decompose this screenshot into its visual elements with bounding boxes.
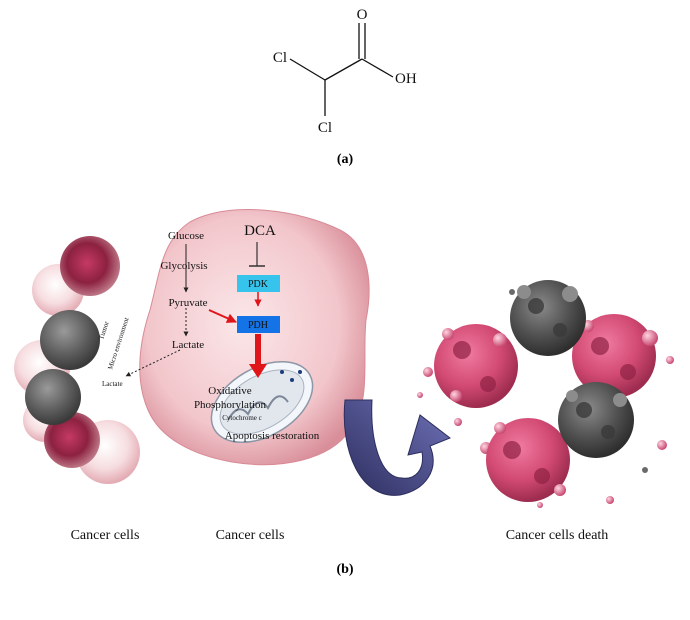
panel-b-label: (b) (336, 562, 353, 577)
debris-particle (509, 289, 515, 295)
oxidative-label: Oxidative (208, 385, 251, 397)
cytochrome-label: Cytochrome c (222, 414, 261, 422)
bond-c-oh (361, 58, 394, 78)
phosphorylation-label: Phosphorylation (194, 399, 267, 411)
caption-right: Cancer cells death (506, 528, 609, 543)
atom-oxygen: O (357, 7, 368, 23)
caption-left: Cancer cells (71, 528, 140, 543)
debris-particle (642, 467, 648, 473)
pdh-to-mitochondria-arrow-head (249, 364, 267, 378)
dichloroacetic-acid-structure: O Cl OH Cl (273, 7, 417, 136)
lactate-export-arrow (125, 349, 181, 377)
apoptosis-label: Apoptosis restoration (225, 430, 320, 442)
glucose-label: Glucose (168, 230, 204, 242)
tumor-label: Tumor (97, 320, 111, 341)
dca-label: DCA (244, 223, 276, 239)
debris-particle (606, 496, 614, 504)
debris-particle (657, 440, 667, 450)
dying-cancer-cells (417, 280, 674, 508)
debris-particle (417, 392, 423, 398)
dying-pink-cell (572, 314, 656, 398)
debris-particle (537, 502, 543, 508)
debris-particle (454, 418, 462, 426)
dark-cancer-cell (44, 412, 100, 468)
debris-particle (423, 367, 433, 377)
large-cancer-cell (139, 209, 370, 466)
bond-cl-c (289, 58, 326, 81)
lactate-label: Lactate (172, 339, 204, 351)
panel-a-label: (a) (337, 152, 354, 167)
mitochondrion (210, 360, 314, 444)
glycolysis-label: Glycolysis (160, 260, 207, 272)
bond-c-c (324, 58, 363, 81)
pdh-box (237, 316, 280, 333)
transition-arrow (343, 399, 452, 496)
pdk-label: PDK (248, 279, 269, 290)
microenv-lactate-label: Lactate (102, 380, 123, 388)
atom-hydroxyl: OH (395, 71, 417, 87)
atom-chlorine-left: Cl (273, 50, 287, 66)
caption-middle: Cancer cells (216, 528, 285, 543)
dying-pink-cell (486, 418, 570, 502)
pdk-box (237, 275, 280, 292)
cancer-cell-chain (14, 236, 140, 484)
atom-chlorine-bottom: Cl (318, 120, 332, 136)
pyruvate-to-pdh-arrow (208, 309, 237, 323)
pyruvate-label: Pyruvate (168, 297, 207, 309)
gray-cancer-cell (25, 369, 81, 425)
pdh-label: PDH (248, 320, 268, 331)
dark-cancer-cell (60, 236, 120, 296)
debris-particle (666, 356, 674, 364)
gray-cancer-cell (40, 310, 100, 370)
